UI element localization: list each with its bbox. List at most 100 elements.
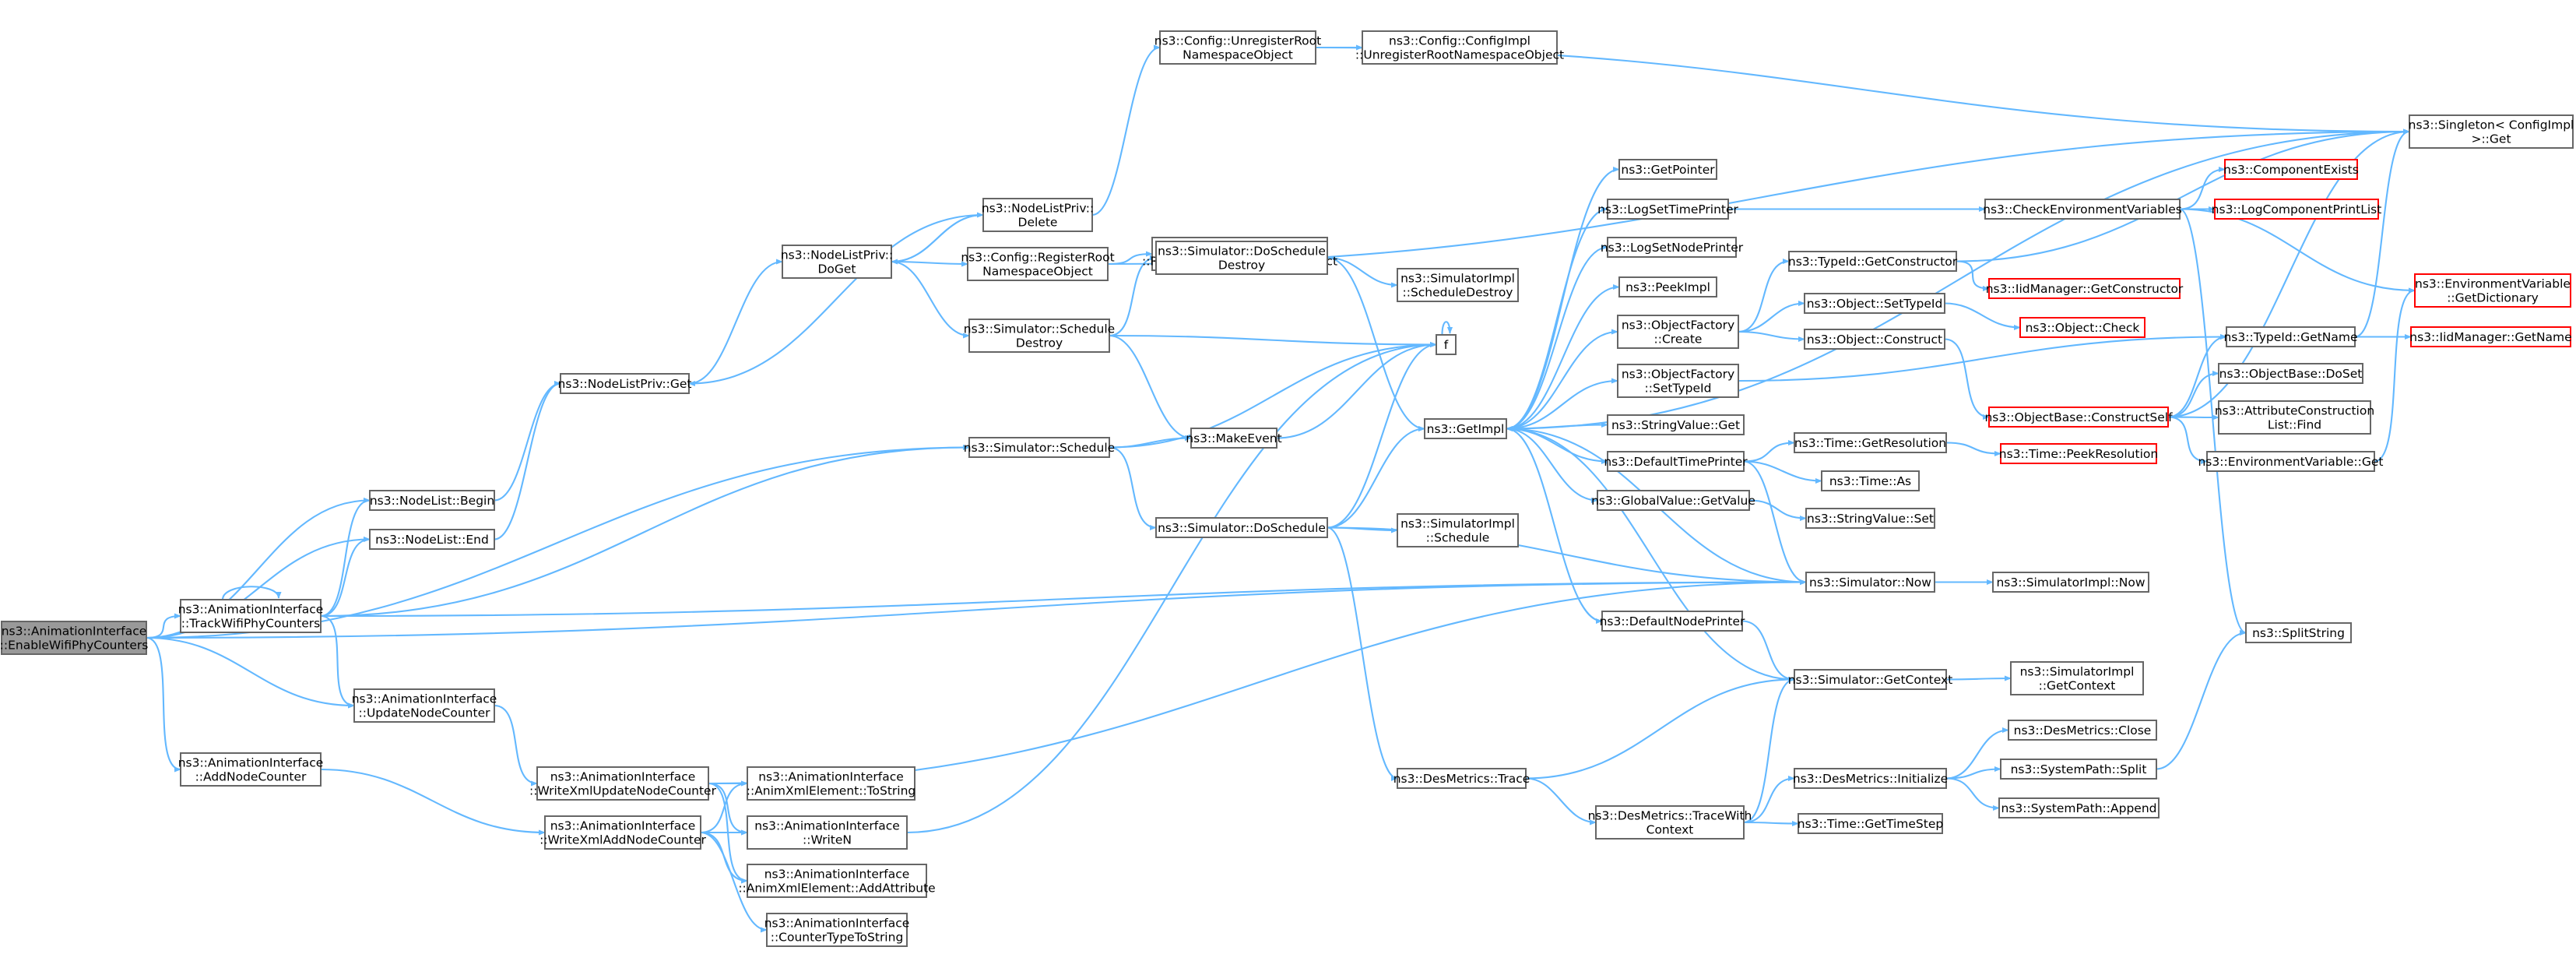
- edge-enableWifi-to-updateNodeCounter: [146, 636, 355, 709]
- node-objFactorySetTypeId[interactable]: ns3::ObjectFactory::SetTypeId: [1617, 364, 1739, 398]
- edge-objBaseConstructSelf-to-objBaseDoSet: [2167, 370, 2219, 418]
- edge-simScheduleDestroy-to-simDoScheduleDestroy: [1109, 255, 1157, 337]
- node-nodeListEnd[interactable]: ns3::NodeList::End: [369, 529, 495, 550]
- node-label: ns3::NodeList::End: [375, 533, 489, 547]
- node-typeIdGetConstructor[interactable]: ns3::TypeId::GetConstructor: [1788, 251, 1958, 272]
- node-writeXmlAdd[interactable]: ns3::AnimationInterface::WriteXmlAddNode…: [539, 815, 707, 850]
- node-makeEvent[interactable]: ns3::MakeEvent: [1186, 428, 1282, 449]
- node-nodeListPrivGet[interactable]: ns3::NodeListPriv::Get: [558, 373, 692, 394]
- edge-desTrace-to-simGetContext: [1525, 676, 1795, 780]
- node-writeXmlUpdate[interactable]: ns3::AnimationInterface::WriteXmlUpdateN…: [529, 766, 717, 801]
- node-label: ns3::Object::Check: [2026, 321, 2140, 335]
- edge-writeXmlAdd-to-counterTypeToString: [700, 831, 768, 933]
- node-animToString[interactable]: ns3::AnimationInterface::AnimXmlElement:…: [747, 766, 916, 801]
- node-componentExists[interactable]: ns3::ComponentExists: [2223, 159, 2359, 180]
- node-objectConstruct[interactable]: ns3::Object::Construct: [1804, 329, 1945, 350]
- node-objBaseConstructSelf[interactable]: ns3::ObjectBase::ConstructSelf: [1984, 407, 2173, 428]
- node-objectSetTypeId[interactable]: ns3::Object::SetTypeId: [1804, 293, 1945, 314]
- node-box: [2245, 622, 2352, 643]
- node-enableWifi[interactable]: ns3::AnimationInterface::EnableWifiPhyCo…: [0, 621, 148, 655]
- node-configImplUnregister[interactable]: ns3::Config::ConfigImpl::UnregisterRootN…: [1355, 30, 1564, 65]
- node-nodeListBegin[interactable]: ns3::NodeList::Begin: [369, 490, 495, 511]
- node-defaultTimePrinter[interactable]: ns3::DefaultTimePrinter: [1604, 451, 1748, 472]
- node-simImplSchedule[interactable]: ns3::SimulatorImpl::Schedule: [1397, 513, 1519, 547]
- node-label: Delete: [1018, 216, 1058, 230]
- node-objFactoryCreate[interactable]: ns3::ObjectFactory::Create: [1617, 315, 1739, 349]
- node-envVarGetDict[interactable]: ns3::EnvironmentVariable::GetDictionary: [2414, 273, 2571, 308]
- node-desClose[interactable]: ns3::DesMetrics::Close: [2008, 720, 2157, 741]
- node-label: ns3::AnimationInterface: [2, 625, 147, 639]
- node-label: ns3::SystemPath::Append: [2001, 801, 2157, 815]
- node-timeGetResolution[interactable]: ns3::Time::GetResolution: [1794, 432, 1947, 453]
- node-globalValueGet[interactable]: ns3::GlobalValue::GetValue: [1591, 490, 1755, 511]
- node-sysPathSplit[interactable]: ns3::SystemPath::Split: [2000, 759, 2157, 780]
- edge-simDoSchedule-to-getImpl: [1327, 425, 1425, 529]
- node-objBaseDoSet[interactable]: ns3::ObjectBase::DoSet: [2218, 363, 2363, 384]
- node-logSetNode[interactable]: ns3::LogSetNodePrinter: [1601, 237, 1744, 258]
- edge-desTrace-to-desTraceWith: [1525, 777, 1597, 826]
- node-trackWifi[interactable]: ns3::AnimationInterface::TrackWifiPhyCou…: [178, 599, 324, 633]
- node-configUnregister[interactable]: ns3::Config::UnregisterRootNamespaceObje…: [1154, 30, 1321, 65]
- node-label: ::CounterTypeToString: [771, 931, 904, 945]
- node-simNow[interactable]: ns3::Simulator::Now: [1805, 572, 1935, 593]
- node-f[interactable]: f: [1436, 334, 1457, 355]
- node-addAttribute[interactable]: ns3::AnimationInterface::AnimXmlElement:…: [738, 864, 936, 898]
- node-nodeListPrivDelete[interactable]: ns3::NodeListPriv::Delete: [982, 198, 1094, 232]
- node-peekImpl[interactable]: ns3::PeekImpl: [1618, 276, 1717, 297]
- node-label: ns3::AnimationInterface: [764, 917, 910, 931]
- node-box: [2000, 443, 2157, 464]
- node-singletonGet[interactable]: ns3::Singleton< ConfigImpl >::Get: [2409, 114, 2574, 149]
- node-timePeekResolution[interactable]: ns3::Time::PeekResolution: [1999, 443, 2158, 464]
- node-simGetContext[interactable]: ns3::Simulator::GetContext: [1788, 669, 1953, 690]
- node-addNodeCounter[interactable]: ns3::AnimationInterface::AddNodeCounter: [178, 752, 324, 787]
- node-label: ns3::CheckEnvironmentVariables: [1983, 202, 2182, 216]
- node-simImplNow[interactable]: ns3::SimulatorImpl::Now: [1992, 572, 2149, 593]
- node-checkEnv[interactable]: ns3::CheckEnvironmentVariables: [1983, 199, 2182, 220]
- node-timeAs[interactable]: ns3::Time::As: [1821, 470, 1920, 491]
- edge-typeIdGetConstructor-to-iidGetConstructor: [1956, 260, 1990, 292]
- node-updateNodeCounter[interactable]: ns3::AnimationInterface::UpdateNodeCount…: [352, 688, 497, 723]
- node-stringValueSet[interactable]: ns3::StringValue::Set: [1805, 508, 1935, 529]
- node-logSetTime[interactable]: ns3::LogSetTimePrinter: [1597, 199, 1739, 220]
- node-desInitialize[interactable]: ns3::DesMetrics::Initialize: [1793, 768, 1948, 789]
- node-stringValueGet[interactable]: ns3::StringValue::Get: [1607, 414, 1745, 435]
- node-label: ns3::AnimationInterface: [754, 819, 900, 833]
- node-iidGetName[interactable]: ns3::IidManager::GetName: [2409, 326, 2572, 347]
- node-envVarGet[interactable]: ns3::EnvironmentVariable::Get: [2198, 451, 2384, 472]
- node-label: ns3::ObjectBase::DoSet: [2219, 367, 2363, 381]
- edge-defaultTimePrinter-to-timeAs: [1743, 460, 1822, 484]
- node-typeIdGetName[interactable]: ns3::TypeId::GetName: [2223, 326, 2358, 347]
- node-counterTypeToString[interactable]: ns3::AnimationInterface::CounterTypeToSt…: [764, 913, 910, 947]
- node-objectCheck[interactable]: ns3::Object::Check: [2019, 317, 2145, 338]
- graph-edges: [146, 44, 2416, 933]
- node-getImpl[interactable]: ns3::GetImpl: [1424, 418, 1507, 439]
- node-logComponentPrintList[interactable]: ns3::LogComponentPrintList: [2212, 199, 2382, 220]
- node-simDoSchedule[interactable]: ns3::Simulator::DoSchedule: [1155, 517, 1328, 538]
- node-splitString[interactable]: ns3::SplitString: [2245, 622, 2352, 643]
- node-simSchedule[interactable]: ns3::Simulator::Schedule: [964, 437, 1115, 458]
- node-iidGetConstructor[interactable]: ns3::IidManager::GetConstructor: [1986, 278, 2184, 299]
- node-getPointer[interactable]: ns3::GetPointer: [1618, 159, 1717, 180]
- node-box: [1804, 293, 1945, 314]
- node-writeN[interactable]: ns3::AnimationInterface::WriteN: [747, 815, 908, 850]
- node-simImplGetContext[interactable]: ns3::SimulatorImpl::GetContext: [2010, 661, 2144, 695]
- node-simImplScheduleDestroy[interactable]: ns3::SimulatorImpl::ScheduleDestroy: [1397, 268, 1519, 302]
- edge-nodeListPrivDelete-to-nodeListPrivDoGet: [891, 213, 984, 265]
- node-timeGetTimeStep[interactable]: ns3::Time::GetTimeStep: [1798, 813, 1943, 834]
- node-nodeListPrivDoGet[interactable]: ns3::NodeListPriv::DoGet: [781, 245, 893, 279]
- node-label: ns3::SplitString: [2252, 626, 2345, 640]
- node-label: ns3::Simulator::Schedule: [964, 322, 1115, 336]
- node-label: ns3::LogSetNodePrinter: [1601, 241, 1744, 255]
- node-sysPathAppend[interactable]: ns3::SystemPath::Append: [1998, 797, 2160, 818]
- node-label: ns3::EnvironmentVariable::Get: [2198, 455, 2383, 469]
- node-simScheduleDestroy[interactable]: ns3::Simulator::ScheduleDestroy: [964, 319, 1115, 353]
- edge-simScheduleDestroy-to-makeEvent: [1109, 334, 1192, 442]
- node-box: [766, 913, 908, 947]
- node-defaultNodePrinter[interactable]: ns3::DefaultNodePrinter: [1600, 611, 1745, 632]
- node-label: ns3::IidManager::GetConstructor: [1986, 282, 2184, 296]
- node-desTrace[interactable]: ns3::DesMetrics::Trace: [1393, 768, 1530, 789]
